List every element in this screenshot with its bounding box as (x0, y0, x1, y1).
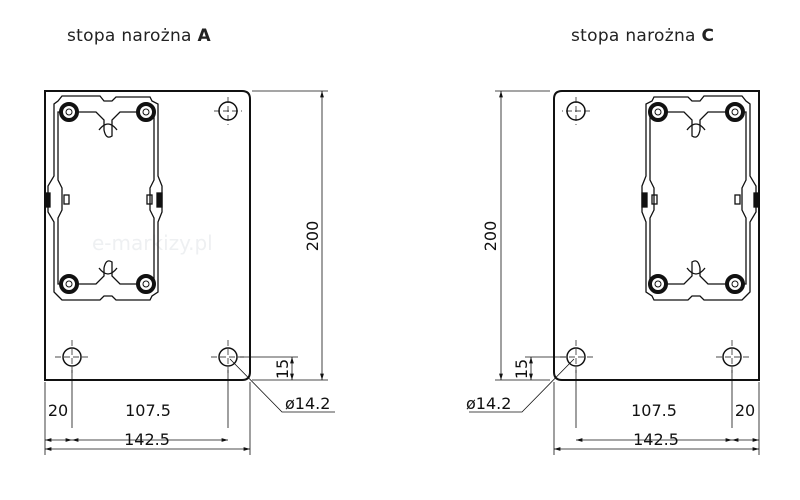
title-letter: C (701, 26, 715, 46)
foot-c-side-dims (495, 90, 566, 381)
title-foot-a: stopa narożna A (67, 26, 211, 46)
watermark: e-markizy.pl (92, 231, 213, 255)
dim-hole-diameter-a: ø14.2 (285, 394, 330, 413)
dim-height-a: 200 (303, 221, 322, 252)
title-text: stopa narożna (67, 26, 192, 46)
dim-width-c: 142.5 (633, 430, 679, 449)
dim-height-c: 200 (481, 221, 500, 252)
title-text: stopa narożna (571, 26, 696, 46)
title-letter: A (197, 26, 211, 46)
dim-edge-c: 20 (735, 401, 755, 420)
dim-hole-spacing-c: 107.5 (631, 401, 677, 420)
dim-edge-a: 20 (48, 401, 68, 420)
dim-hole-offset-c: 15 (512, 359, 531, 379)
foot-c-drawing (469, 91, 759, 455)
dim-hole-offset-a: 15 (273, 359, 292, 379)
title-foot-c: stopa narożna C (571, 26, 714, 46)
dim-width-a: 142.5 (124, 430, 170, 449)
dim-hole-spacing-a: 107.5 (125, 401, 171, 420)
dim-hole-diameter-c: ø14.2 (466, 394, 511, 413)
foot-a-side-dims (240, 90, 328, 381)
